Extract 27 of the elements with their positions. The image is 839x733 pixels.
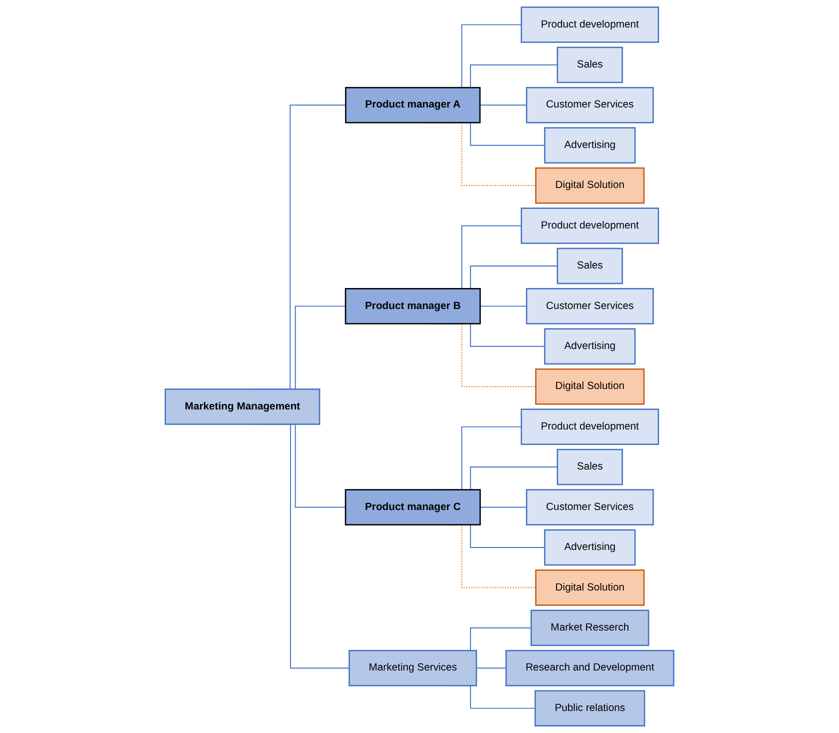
node-box: Sales (556, 248, 623, 284)
node-box: Product development (520, 408, 660, 445)
node-box: Market Resserch (530, 610, 650, 646)
node-box: Marketing Management (164, 388, 320, 425)
node-box: Digital Solution (535, 167, 645, 204)
node-box: Public relations (534, 690, 646, 726)
node-box: Product development (520, 6, 660, 43)
node-box: Research and Development (505, 650, 674, 686)
node-box: Digital Solution (535, 368, 645, 405)
node-box: Customer Services (526, 288, 654, 324)
node-box: Product development (520, 208, 660, 244)
node-box: Advertising (544, 328, 636, 365)
node-box: Product manager C (344, 489, 481, 526)
node-box: Product manager B (344, 288, 481, 324)
node-box: Marketing Services (348, 650, 478, 686)
node-box: Advertising (544, 529, 636, 566)
node-box: Customer Services (526, 489, 654, 526)
node-box: Product manager A (345, 86, 481, 124)
node-box: Sales (556, 448, 623, 486)
connector (479, 104, 528, 106)
node-box: Digital Solution (535, 570, 645, 606)
node-box: Customer Services (526, 86, 654, 124)
connector (480, 306, 528, 307)
node-box: Advertising (544, 127, 636, 164)
connector (476, 668, 507, 669)
connector (480, 506, 528, 508)
node-box: Sales (556, 46, 623, 84)
